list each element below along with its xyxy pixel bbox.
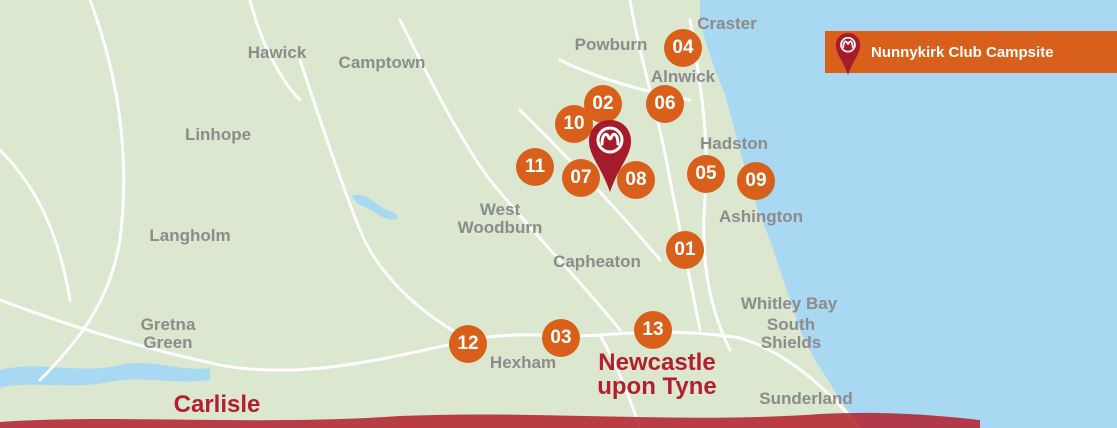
marker-09[interactable]: 09 — [737, 162, 775, 200]
marker-13[interactable]: 13 — [634, 311, 672, 349]
legend-label: Nunnykirk Club Campsite — [871, 43, 1054, 61]
decorative-stroke — [0, 412, 980, 428]
marker-07[interactable]: 07 — [562, 159, 600, 197]
place-label-capheaton: Capheaton — [553, 252, 641, 271]
place-label-hexham: Hexham — [489, 353, 557, 372]
place-label-gretna-green: Gretna Green — [140, 315, 196, 352]
campsite-pin-icon[interactable] — [587, 118, 633, 194]
marker-11[interactable]: 11 — [516, 148, 554, 186]
marker-06[interactable]: 06 — [646, 85, 684, 123]
marker-12[interactable]: 12 — [449, 325, 487, 363]
marker-08[interactable]: 08 — [617, 161, 655, 199]
reservoir — [352, 194, 398, 220]
city-label-carlisle: Carlisle — [173, 391, 261, 418]
place-label-linhope: Linhope — [184, 125, 252, 144]
place-label-hadston: Hadston — [700, 134, 768, 153]
place-label-south-shields: South Shields — [760, 315, 822, 352]
place-label-whitley-bay: Whitley Bay — [740, 294, 838, 313]
marker-01[interactable]: 01 — [666, 231, 704, 269]
marker-03[interactable]: 03 — [542, 319, 580, 357]
legend: Nunnykirk Club Campsite — [825, 31, 1117, 75]
place-label-ashington: Ashington — [718, 207, 804, 226]
marker-04[interactable]: 04 — [664, 29, 702, 67]
place-label-camptown: Camptown — [338, 53, 426, 72]
place-label-craster: Craster — [697, 14, 757, 33]
marker-05[interactable]: 05 — [687, 155, 725, 193]
city-label-newcastle: Newcastle upon Tyne — [597, 349, 717, 400]
place-label-alnwick: Alnwick — [650, 67, 716, 86]
map-pin-icon — [835, 33, 861, 75]
place-label-sunderland: Sunderland — [759, 389, 853, 408]
place-label-langholm: Langholm — [149, 226, 231, 245]
place-label-powburn: Powburn — [574, 35, 648, 54]
place-label-west-woodburn: West Woodburn — [457, 200, 543, 237]
north-sea — [700, 0, 1117, 428]
marker-10[interactable]: 10 — [555, 105, 593, 143]
place-label-hawick: Hawick — [247, 43, 307, 62]
